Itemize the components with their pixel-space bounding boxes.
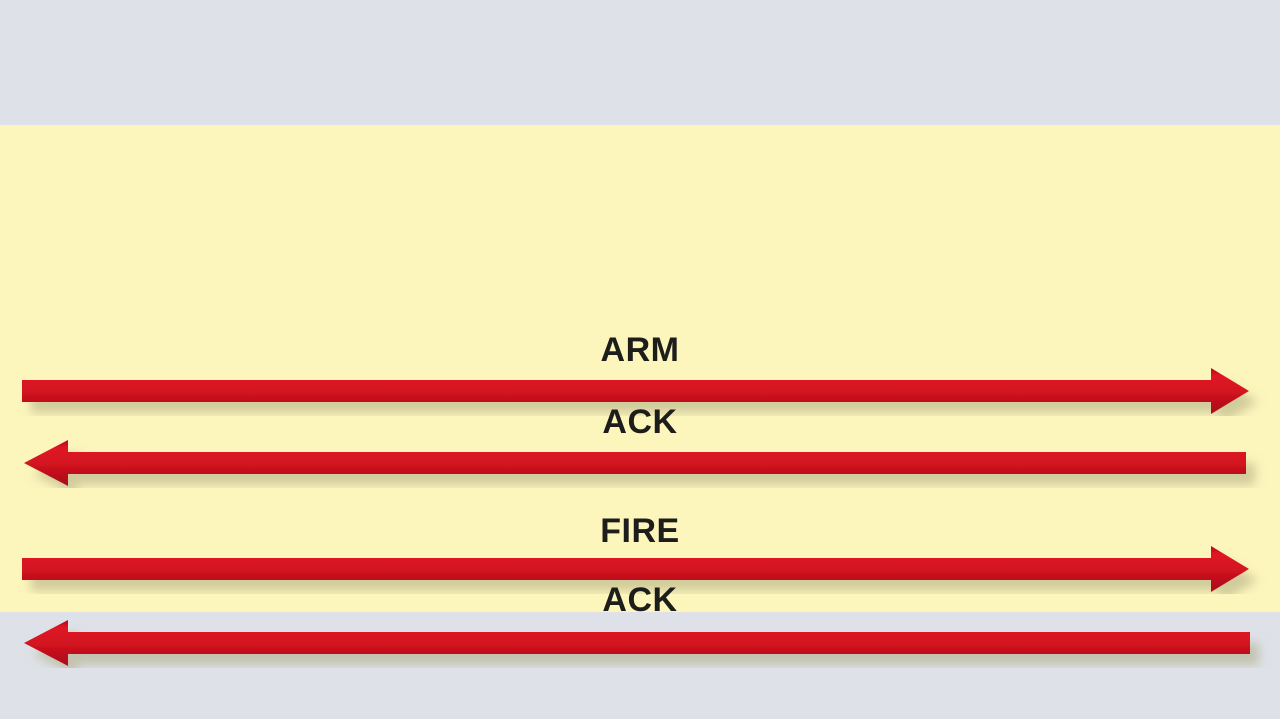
- arrow-left-icon: [0, 618, 1280, 668]
- message-row-ack-1: ACK: [0, 402, 1280, 498]
- message-label-ack-1: ACK: [602, 403, 678, 441]
- bottom-background-band: [0, 612, 1280, 719]
- arrow-right-icon: [0, 366, 1280, 416]
- message-label-arm: ARM: [600, 331, 680, 369]
- message-row-ack-2: ACK: [0, 580, 1280, 676]
- slide-content-panel: ARM ACK FIRE: [0, 125, 1280, 666]
- message-row-fire: FIRE: [0, 511, 1280, 607]
- top-background-band: [0, 0, 1280, 125]
- arrow-left-icon: [0, 438, 1280, 488]
- message-label-fire: FIRE: [600, 512, 680, 550]
- arrow-right-icon: [0, 544, 1280, 594]
- message-row-arm: ARM: [0, 330, 1280, 426]
- message-label-ack-2: ACK: [602, 581, 678, 619]
